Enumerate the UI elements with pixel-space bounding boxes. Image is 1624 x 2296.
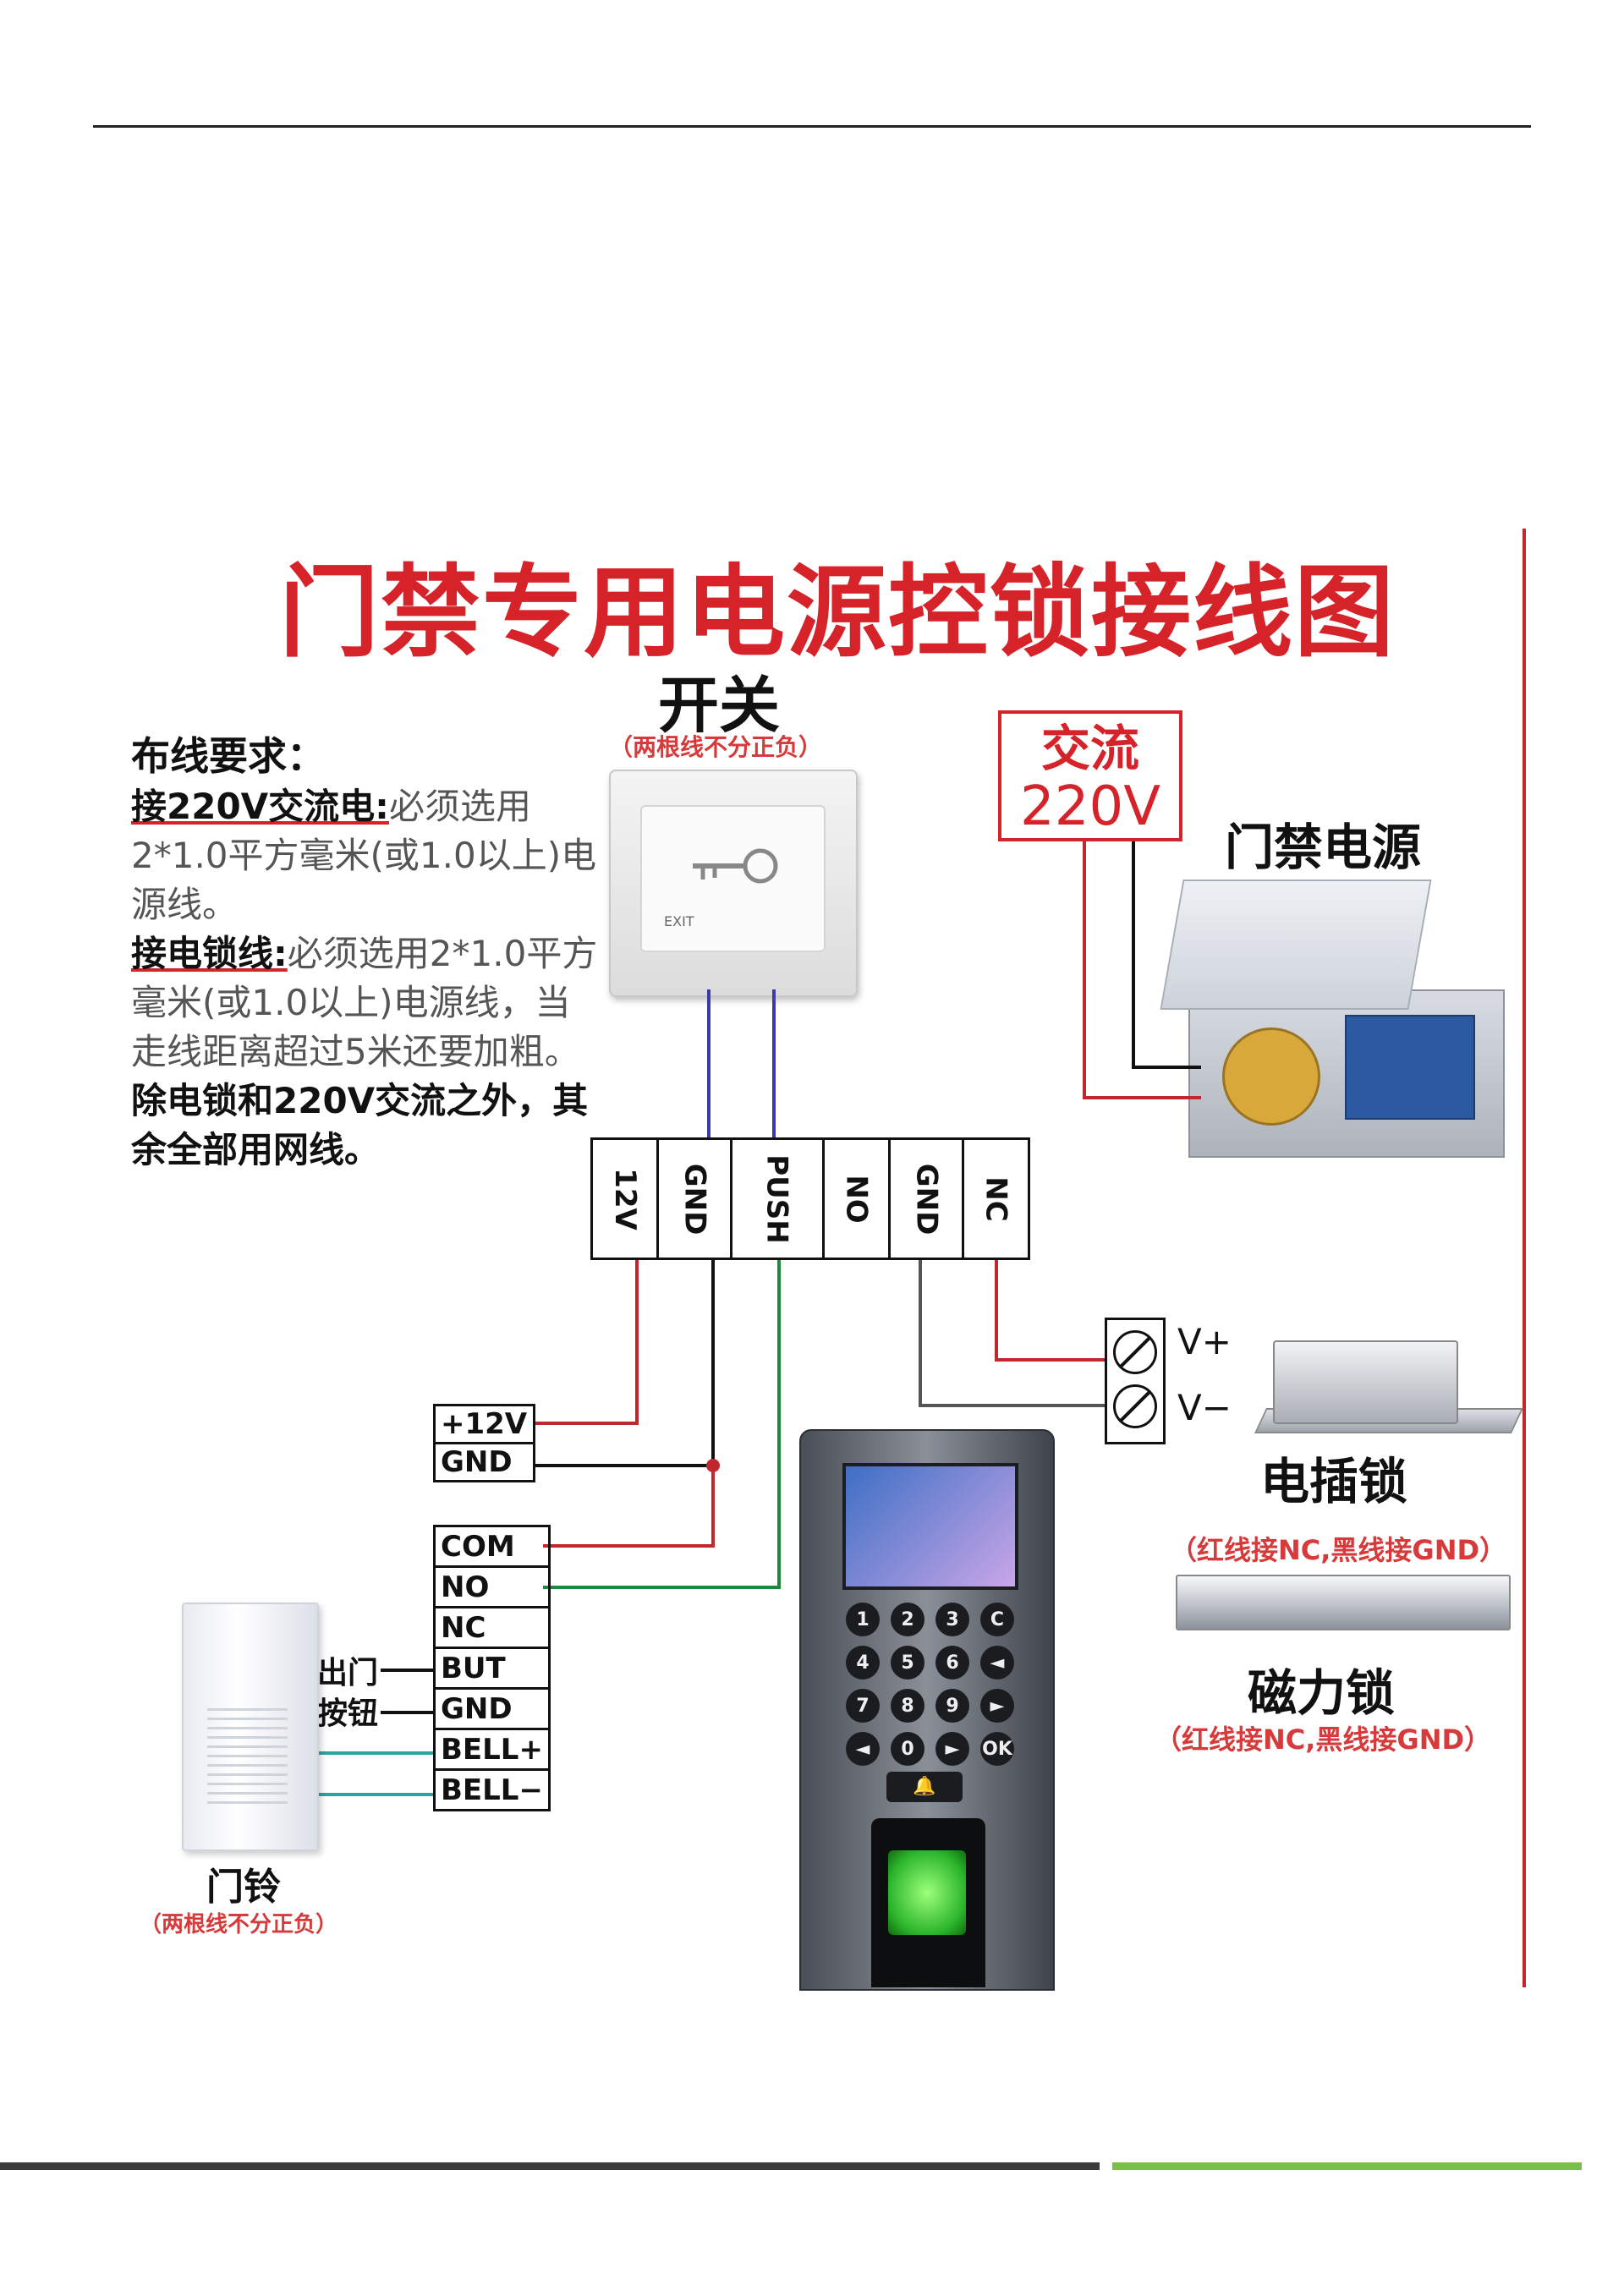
controller-screen — [842, 1463, 1018, 1590]
keypad-key: OK — [980, 1732, 1014, 1766]
terminal-12v: 12V — [593, 1140, 659, 1258]
page-title: 门禁专用电源控锁接线图 — [279, 554, 1396, 671]
terminal-nc: NC — [979, 1175, 1013, 1222]
wire-gnd — [535, 1260, 715, 1467]
ac-requirement-key: 接220V交流电: — [131, 786, 389, 827]
exit-switch-button — [640, 805, 826, 952]
terminal-push: PUSH — [732, 1140, 825, 1258]
wire-junction-dot — [706, 1459, 720, 1472]
key-icon — [693, 848, 778, 884]
keypad-key: ◄ — [980, 1646, 1014, 1680]
terminal-label: BELL+ — [433, 1728, 551, 1771]
terminal-label: NC — [433, 1606, 551, 1649]
exit-button-label: 出门按钮 — [317, 1656, 379, 1731]
ac-wire-black — [1132, 841, 1201, 1069]
v-plus-label: V+ — [1177, 1321, 1232, 1362]
doorbell-note: （两根线不分正负） — [140, 1912, 338, 1937]
screw-icon — [1113, 1384, 1157, 1428]
lock-requirement-key: 接电锁线: — [131, 933, 288, 974]
doorbell-grill — [207, 1708, 288, 1810]
terminal-label: COM — [433, 1525, 551, 1568]
keypad-key: 5 — [891, 1646, 924, 1680]
keypad-key: 7 — [846, 1689, 880, 1723]
ac-voltage: 220V — [1020, 775, 1160, 838]
terminal-label: BUT — [433, 1647, 551, 1690]
wiring-requirements: 布线要求： 接220V交流电:必须选用2*1.0平方毫米(或1.0以上)电源线。… — [131, 732, 605, 1175]
terminal-label: BELL− — [433, 1768, 551, 1811]
controller-io-terminals: COM NO NC BUT GND BELL+ BELL− — [433, 1525, 551, 1811]
keypad-key: 0 — [891, 1732, 924, 1766]
bolt-lock-image — [1273, 1340, 1458, 1424]
requirements-heading: 布线要求： — [131, 733, 326, 779]
keypad-key: ◄ — [846, 1732, 880, 1766]
wire-push — [543, 1260, 781, 1589]
bottom-rule-dark — [0, 2162, 1100, 2170]
terminal-label: NO — [433, 1565, 551, 1608]
terminal-label: +12V — [433, 1404, 535, 1444]
terminal-gnd-2: GND — [891, 1140, 965, 1258]
wire-12v — [535, 1260, 639, 1425]
ac-requirement-text: 必须选用2*1.0平方毫米(或1.0以上)电源线。 — [131, 786, 597, 925]
bottom-rule-green — [1112, 2162, 1582, 2170]
switch-note: （两根线不分正负） — [609, 733, 823, 761]
bolt-lock-note: （红线接NC,黑线接GND） — [1170, 1534, 1507, 1566]
lock-screw-terminals — [1105, 1318, 1166, 1444]
doorbell-label: 门铃 — [206, 1866, 281, 1909]
wire-lock-gnd — [919, 1260, 1105, 1407]
keypad-key: 1 — [846, 1603, 880, 1636]
keypad-key: 3 — [935, 1603, 969, 1636]
screw-icon — [1113, 1330, 1157, 1374]
terminal-no: NO — [825, 1140, 891, 1258]
switch-label: 开关 — [658, 670, 781, 741]
ac-wire-red — [1083, 841, 1201, 1099]
magnetic-lock-label: 磁力锁 — [1248, 1664, 1396, 1722]
circuit-board-icon — [1345, 1015, 1475, 1120]
fingerprint-sensor — [888, 1850, 966, 1935]
magnetic-lock-image — [1176, 1575, 1511, 1630]
power-terminal-block: 12V GND PUSH NO GND NC — [590, 1137, 1030, 1260]
magnetic-lock-note: （红线接NC,黑线接GND） — [1155, 1723, 1492, 1756]
ac-label: 交流 — [1040, 720, 1139, 777]
wire-gnd-com — [543, 1466, 715, 1548]
other-requirement: 除电锁和220V交流之外，其余全部用网线。 — [131, 1080, 589, 1170]
power-supply-label: 门禁电源 — [1225, 819, 1422, 876]
terminal-label: GND — [433, 1442, 535, 1482]
keypad-key: C — [980, 1603, 1014, 1636]
wire-lock-nc — [995, 1260, 1105, 1362]
exit-text: EXIT — [664, 913, 694, 929]
keypad-key: ► — [935, 1732, 969, 1766]
terminal-label: GND — [433, 1687, 551, 1730]
bell-icon: 🔔 — [886, 1772, 963, 1802]
terminal-gnd-1: GND — [659, 1140, 733, 1258]
ac-220v-box: 交流 220V — [998, 710, 1182, 841]
top-rule — [93, 125, 1531, 128]
bolt-lock-label: 电插锁 — [1260, 1453, 1408, 1510]
controller-power-terminals: +12V GND — [433, 1404, 535, 1482]
transformer-icon — [1222, 1027, 1320, 1126]
keypad-key: 2 — [891, 1603, 924, 1636]
v-minus-label: V− — [1177, 1387, 1232, 1428]
keypad-key: 8 — [891, 1689, 924, 1723]
keypad-key: ► — [980, 1689, 1014, 1723]
keypad-key: 9 — [935, 1689, 969, 1723]
right-red-rule — [1522, 529, 1526, 1987]
lock-requirement-text: 必须选用2*1.0平方毫米(或1.0以上)电源线，当走线距离超过5米还要加粗。 — [131, 933, 598, 1072]
keypad-key: 6 — [935, 1646, 969, 1680]
keypad-key: 4 — [846, 1646, 880, 1680]
